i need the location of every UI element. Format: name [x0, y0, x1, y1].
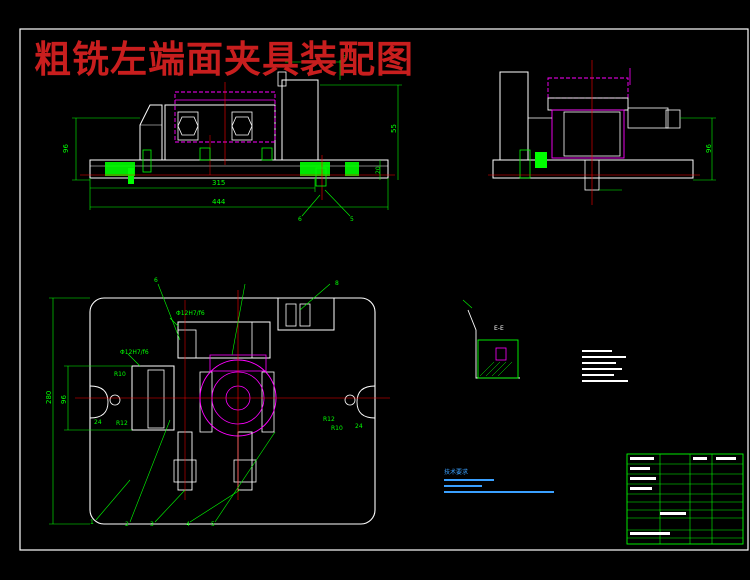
top-leader-5: 5: [211, 521, 215, 528]
drawing-title: 粗铣左端面夹具装配图: [34, 37, 414, 81]
front-dim-96: 96: [62, 144, 70, 153]
front-dim-55: 55: [390, 124, 398, 133]
top-dim-r12-left: R12: [116, 420, 128, 427]
top-dim-r10-right: R10: [331, 425, 343, 432]
drawing-frame: [19, 28, 749, 551]
front-leader-3: 3: [343, 55, 347, 62]
front-dim-315: 315: [212, 179, 225, 187]
section-label: E-E: [494, 325, 504, 332]
top-leader-4: 4: [186, 521, 190, 528]
side-dim-96: 96: [705, 144, 713, 153]
top-view: Φ12H7/f6 Φ12H7/f6 280 96 R10 R12 24 R12 …: [45, 277, 390, 528]
top-leader-2: 2: [125, 521, 129, 528]
fit-label-left: Φ12H7/f6: [120, 349, 149, 356]
top-dim-r10-left: R10: [114, 371, 126, 378]
title-block-text-marks: [630, 457, 736, 535]
top-dim-24-right: 24: [355, 423, 363, 430]
side-view: 96: [488, 60, 716, 205]
tech-requirements-heading: 技术要求: [444, 468, 468, 476]
section-view: E-E: [462, 299, 520, 379]
front-leader-5: 5: [350, 216, 354, 223]
top-dim-96: 96: [60, 395, 68, 404]
top-leader-1: 1: [90, 519, 94, 526]
top-leader-6: 6: [154, 277, 158, 284]
tech-requirements: 技术要求: [444, 468, 554, 493]
top-dim-r12-right: R12: [323, 416, 335, 423]
fit-label-top: Φ12H7/f6: [176, 310, 205, 317]
front-leader-6: 6: [298, 216, 302, 223]
top-dim-24-left: 24: [94, 419, 102, 426]
front-dim-20: 20: [375, 166, 382, 174]
front-view: 315 444 96 55 20 3 6 5: [62, 55, 402, 223]
top-dim-280: 280: [45, 391, 53, 404]
top-leader-8: 8: [335, 280, 339, 287]
title-block: [626, 453, 744, 545]
notes-block: [582, 350, 628, 382]
front-dim-444: 444: [212, 198, 226, 206]
top-leader-3: 3: [150, 521, 154, 528]
